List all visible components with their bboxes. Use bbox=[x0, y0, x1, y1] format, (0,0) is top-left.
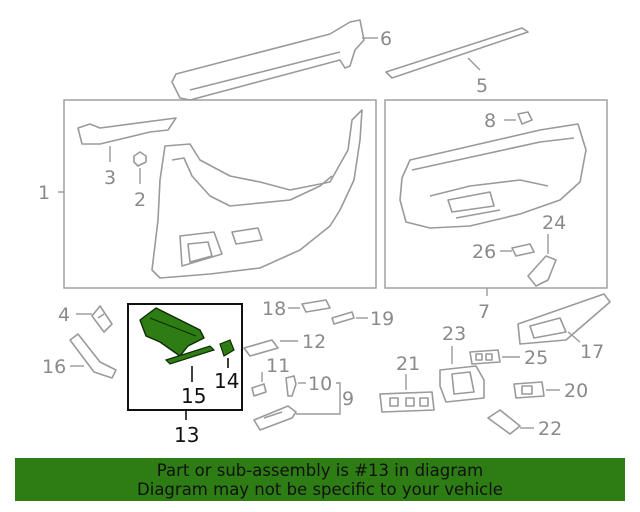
callout-4: 4 bbox=[58, 304, 70, 326]
callout-7: 7 bbox=[478, 301, 490, 323]
part-8-cap[interactable] bbox=[517, 111, 533, 125]
callout-6: 6 bbox=[380, 28, 392, 50]
callout-17: 17 bbox=[580, 341, 604, 363]
part-3-trim[interactable] bbox=[77, 117, 177, 145]
callout-9: 9 bbox=[342, 388, 354, 410]
callout-11: 11 bbox=[266, 355, 290, 377]
part-13-handle-assembly[interactable] bbox=[139, 307, 235, 365]
part-5-belt-molding[interactable] bbox=[385, 27, 529, 79]
callout-16: 16 bbox=[42, 356, 66, 378]
part-19-clip[interactable] bbox=[331, 311, 355, 325]
callout-22: 22 bbox=[538, 418, 562, 440]
door-trim-assembly bbox=[399, 123, 587, 229]
part-2-clip[interactable] bbox=[133, 151, 147, 167]
frame-1 bbox=[63, 99, 377, 289]
callout-14: 14 bbox=[214, 369, 239, 393]
door-trim-panel bbox=[151, 109, 363, 279]
callout-23: 23 bbox=[442, 323, 466, 345]
part-4-bracket[interactable] bbox=[91, 305, 113, 333]
part-10-clip[interactable] bbox=[285, 375, 297, 397]
callout-2: 2 bbox=[134, 189, 146, 211]
callout-19: 19 bbox=[370, 308, 394, 330]
callout-13: 13 bbox=[174, 423, 199, 447]
banner-line-1: Part or sub-assembly is #13 in diagram bbox=[156, 461, 484, 480]
parts-diagram: 6 5 1 3 2 7 8 bbox=[38, 19, 611, 447]
callout-1: 1 bbox=[38, 182, 50, 204]
part-24-pocket[interactable] bbox=[527, 255, 557, 287]
callout-15: 15 bbox=[181, 384, 206, 408]
part-12-switch[interactable] bbox=[243, 339, 279, 357]
frame-7 bbox=[384, 99, 608, 289]
callout-25: 25 bbox=[524, 347, 548, 369]
callout-18: 18 bbox=[262, 298, 286, 320]
part-25-switch[interactable] bbox=[469, 349, 501, 365]
callout-20: 20 bbox=[564, 380, 588, 402]
callout-12: 12 bbox=[302, 331, 326, 353]
callout-5: 5 bbox=[476, 75, 488, 97]
part-26-switch[interactable] bbox=[511, 243, 535, 257]
callout-21: 21 bbox=[396, 353, 420, 375]
part-9-handle[interactable] bbox=[253, 405, 297, 431]
part-16-garnish[interactable] bbox=[69, 333, 117, 379]
info-banner: Part or sub-assembly is #13 in diagram D… bbox=[15, 458, 625, 501]
part-23-seat-switch[interactable] bbox=[439, 365, 485, 403]
callout-10: 10 bbox=[308, 373, 332, 395]
callout-24: 24 bbox=[542, 212, 566, 234]
part-11-pin[interactable] bbox=[251, 383, 267, 397]
banner-line-2: Diagram may not be specific to your vehi… bbox=[137, 480, 503, 499]
part-22-bracket[interactable] bbox=[487, 409, 521, 435]
callout-3: 3 bbox=[104, 167, 116, 189]
part-21-switch-panel[interactable] bbox=[379, 391, 435, 413]
callout-8: 8 bbox=[484, 110, 496, 132]
part-17-armrest[interactable] bbox=[517, 293, 611, 345]
callout-26: 26 bbox=[472, 241, 496, 263]
part-20-switch[interactable] bbox=[513, 381, 545, 399]
part-6-upper-garnish[interactable] bbox=[171, 19, 365, 101]
part-18-switch-bezel[interactable] bbox=[301, 299, 331, 313]
